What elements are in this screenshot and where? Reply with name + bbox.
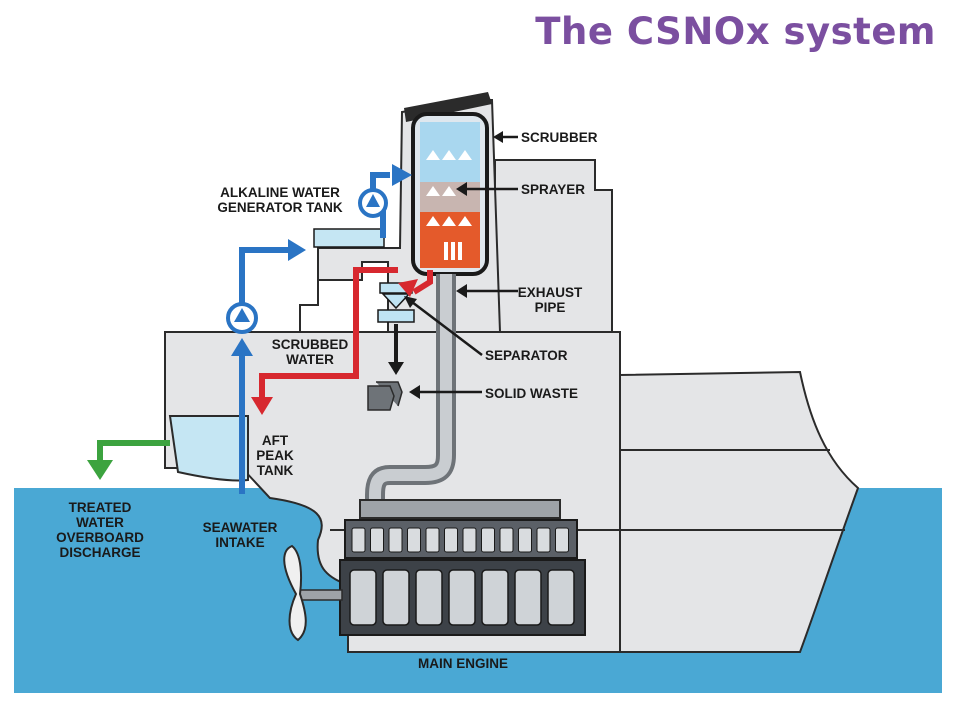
propeller bbox=[283, 544, 307, 642]
engine-cylinders bbox=[349, 569, 575, 626]
label-exhaust-line2: PIPE bbox=[534, 300, 566, 315]
engine-valve bbox=[351, 527, 366, 553]
label-main-engine: MAIN ENGINE bbox=[418, 656, 509, 671]
exhaust-pipe-highlight bbox=[369, 274, 452, 510]
aft-peak-tank bbox=[168, 415, 249, 482]
engine-manifold bbox=[359, 499, 561, 519]
seawater-flow-line bbox=[239, 172, 390, 494]
gas-inlet-bar bbox=[451, 242, 455, 260]
label-treated-line4: DISCHARGE bbox=[59, 545, 141, 560]
label-treated-line3: OVERBOARD bbox=[56, 530, 144, 545]
label-treated-line1: TREATED bbox=[68, 500, 132, 515]
label-treated-line2: WATER bbox=[76, 515, 124, 530]
sprayer-nozzles-bottom bbox=[426, 216, 472, 226]
separator-inlet-arrow bbox=[398, 279, 418, 297]
engine-cylinder bbox=[514, 569, 542, 626]
treated-water-arrow bbox=[87, 460, 113, 480]
engine-valve bbox=[555, 527, 569, 553]
engine-cylinder bbox=[448, 569, 476, 626]
engine-valve bbox=[481, 527, 495, 553]
gas-inlet-bar bbox=[458, 242, 462, 260]
scrubbed-water-flow-line bbox=[259, 267, 433, 405]
treated-water-flow-line bbox=[97, 440, 170, 462]
label-alkaline-tank: ALKALINE WATER GENERATOR TANK bbox=[205, 185, 355, 215]
engine-valves bbox=[351, 527, 569, 553]
engine-cylinder bbox=[481, 569, 509, 626]
engine-valve bbox=[462, 527, 477, 553]
solid-waste bbox=[367, 381, 403, 411]
sprayer-nozzles-top bbox=[426, 150, 472, 160]
arrowhead bbox=[388, 362, 404, 375]
label-exhaust-line1: EXHAUST bbox=[517, 285, 583, 300]
label-sprayer: SPRAYER bbox=[521, 182, 586, 197]
engine-valve bbox=[499, 527, 514, 553]
engine-valve bbox=[518, 527, 532, 553]
label-aft-line3: TANK bbox=[256, 463, 294, 478]
separator-funnel bbox=[381, 293, 411, 310]
engine-valve bbox=[370, 527, 384, 553]
engine-cylinder bbox=[547, 569, 575, 626]
label-treated-water: TREATED WATER OVERBOARD DISCHARGE bbox=[40, 500, 160, 560]
scrubbed-water-arrow bbox=[251, 397, 273, 415]
label-scrubbed-line1: SCRUBBED bbox=[271, 337, 349, 352]
label-seawater-line2: INTAKE bbox=[215, 535, 265, 550]
engine-cylinder bbox=[415, 569, 443, 626]
label-scrubber: SCRUBBER bbox=[521, 130, 598, 145]
engine-valve bbox=[536, 527, 551, 553]
seawater-intake-arrow bbox=[231, 338, 253, 356]
ship-hull bbox=[164, 331, 860, 653]
label-scrubbed-line2: WATER bbox=[286, 352, 334, 367]
label-scrubbed-water: SCRUBBED WATER bbox=[265, 337, 355, 367]
label-seawater-line1: SEAWATER bbox=[202, 520, 278, 535]
stairs bbox=[299, 280, 319, 332]
engine-cylinder bbox=[382, 569, 410, 626]
engine-cylinder bbox=[349, 569, 377, 626]
label-alkaline-line2: GENERATOR TANK bbox=[217, 200, 343, 215]
gas-inlet-bars bbox=[444, 242, 448, 260]
label-aft-line2: PEAK bbox=[256, 448, 294, 463]
alkaline-feed-line bbox=[370, 172, 390, 190]
label-seawater-intake: SEAWATER INTAKE bbox=[195, 520, 285, 550]
label-aft-peak-tank: AFT PEAK TANK bbox=[250, 433, 300, 478]
scrubber-inlet-arrow bbox=[392, 164, 412, 186]
pump-triangle bbox=[366, 194, 380, 207]
label-aft-line1: AFT bbox=[261, 433, 289, 448]
diagram-title: The CSNOx system bbox=[535, 10, 936, 53]
pump-triangle bbox=[234, 308, 250, 322]
scrubber-mid-zone bbox=[420, 182, 480, 212]
engine-valve bbox=[444, 527, 458, 553]
separator-bottom bbox=[377, 309, 415, 323]
engine-valve bbox=[388, 527, 403, 553]
callout-arrows bbox=[404, 131, 518, 399]
label-solid-waste: SOLID WASTE bbox=[485, 386, 579, 401]
label-alkaline-line1: ALKALINE WATER bbox=[220, 185, 340, 200]
label-separator: SEPARATOR bbox=[485, 348, 568, 363]
propeller-shaft bbox=[299, 589, 343, 601]
sprayer-nozzles-mid bbox=[426, 186, 456, 196]
engine-valve bbox=[425, 527, 440, 553]
label-exhaust-pipe: EXHAUST PIPE bbox=[515, 285, 585, 315]
tank-inlet-arrow bbox=[288, 239, 306, 261]
alkaline-water-generator-tank bbox=[313, 228, 385, 248]
engine-valve bbox=[407, 527, 421, 553]
